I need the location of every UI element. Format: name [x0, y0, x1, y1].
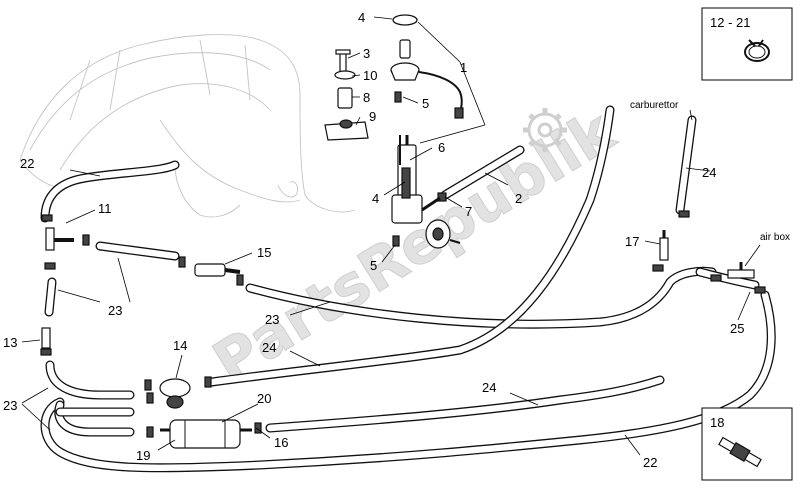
callout-1: 1	[460, 60, 467, 75]
t-fitting-13	[41, 327, 51, 349]
callout-23-middle: 23	[265, 312, 279, 327]
callout-20: 20	[257, 391, 271, 406]
watermark-gear-icon	[523, 108, 567, 152]
hose-2	[440, 145, 525, 200]
fuel-filter-15	[194, 263, 241, 277]
callout-25: 25	[730, 321, 744, 336]
callout-24-right: 24	[702, 165, 716, 180]
screw-5-upper	[394, 91, 402, 103]
callout-12-21: 12 - 21	[710, 15, 750, 30]
callout-22-lower: 22	[643, 455, 657, 470]
callout-4-top: 4	[358, 10, 365, 25]
fuel-pump-19	[160, 419, 252, 449]
callout-8: 8	[363, 90, 370, 105]
callout-17: 17	[625, 234, 639, 249]
valve-14	[159, 378, 191, 409]
inset-box-18: 18	[701, 407, 793, 481]
callout-23-lower: 23	[3, 398, 17, 413]
hose-23-vertical	[44, 277, 57, 317]
callout-19: 19	[136, 448, 150, 463]
screw-5-lower	[392, 235, 400, 247]
callout-10: 10	[363, 68, 377, 83]
callout-22-upper: 22	[20, 156, 34, 171]
callout-18: 18	[710, 415, 724, 430]
hose-22-return	[40, 290, 776, 473]
callout-2: 2	[515, 191, 522, 206]
callout-6: 6	[438, 140, 445, 155]
hose-23-upper	[95, 241, 180, 261]
callout-9: 9	[369, 109, 376, 124]
inset-box-12-21: 12 - 21	[701, 7, 793, 81]
bracket-9	[324, 119, 369, 141]
callout-24-middle: 24	[262, 340, 276, 355]
leader-lines	[21, 16, 761, 456]
hose-24-middle	[207, 105, 615, 387]
screw-3	[335, 49, 351, 75]
coupling-18	[718, 436, 762, 468]
o-ring-4	[392, 14, 418, 26]
screw-4-tap	[401, 167, 411, 199]
washer-10	[334, 70, 356, 80]
note-carburettor: carburettor	[630, 100, 679, 111]
hose-clamps	[40, 192, 766, 438]
spacer-8	[337, 87, 353, 109]
callout-11: 11	[98, 201, 112, 216]
callout-5-lower: 5	[370, 258, 377, 273]
hose-clip-icon	[744, 39, 770, 62]
callout-15: 15	[257, 245, 271, 260]
hose-24-carburettor	[675, 115, 697, 215]
fuel-tap-assembly	[391, 135, 461, 249]
fuel-tank-outline	[19, 34, 356, 218]
callout-3: 3	[363, 46, 370, 61]
callout-13: 13	[3, 335, 17, 350]
callout-24-lower: 24	[482, 380, 496, 395]
connector-17	[659, 230, 669, 261]
hose-23-long	[245, 266, 717, 329]
callout-5-upper: 5	[422, 96, 429, 111]
callout-7: 7	[465, 204, 472, 219]
fuel-level-sensor	[390, 39, 464, 119]
callout-16: 16	[274, 435, 288, 450]
callout-4-tap: 4	[372, 191, 379, 206]
callout-23-left: 23	[108, 303, 122, 318]
callout-labels: 4 1 3 10 8 5 9 6 4 2 7 5 22 11 15 23 23 …	[3, 10, 790, 470]
hose-22-left	[40, 160, 180, 223]
note-air-box: air box	[760, 232, 790, 243]
callout-14: 14	[173, 338, 187, 353]
t-fitting-11	[45, 227, 74, 251]
t-fitting-25	[727, 262, 755, 279]
hose-25	[695, 267, 760, 290]
hose-24-lower	[265, 375, 665, 433]
